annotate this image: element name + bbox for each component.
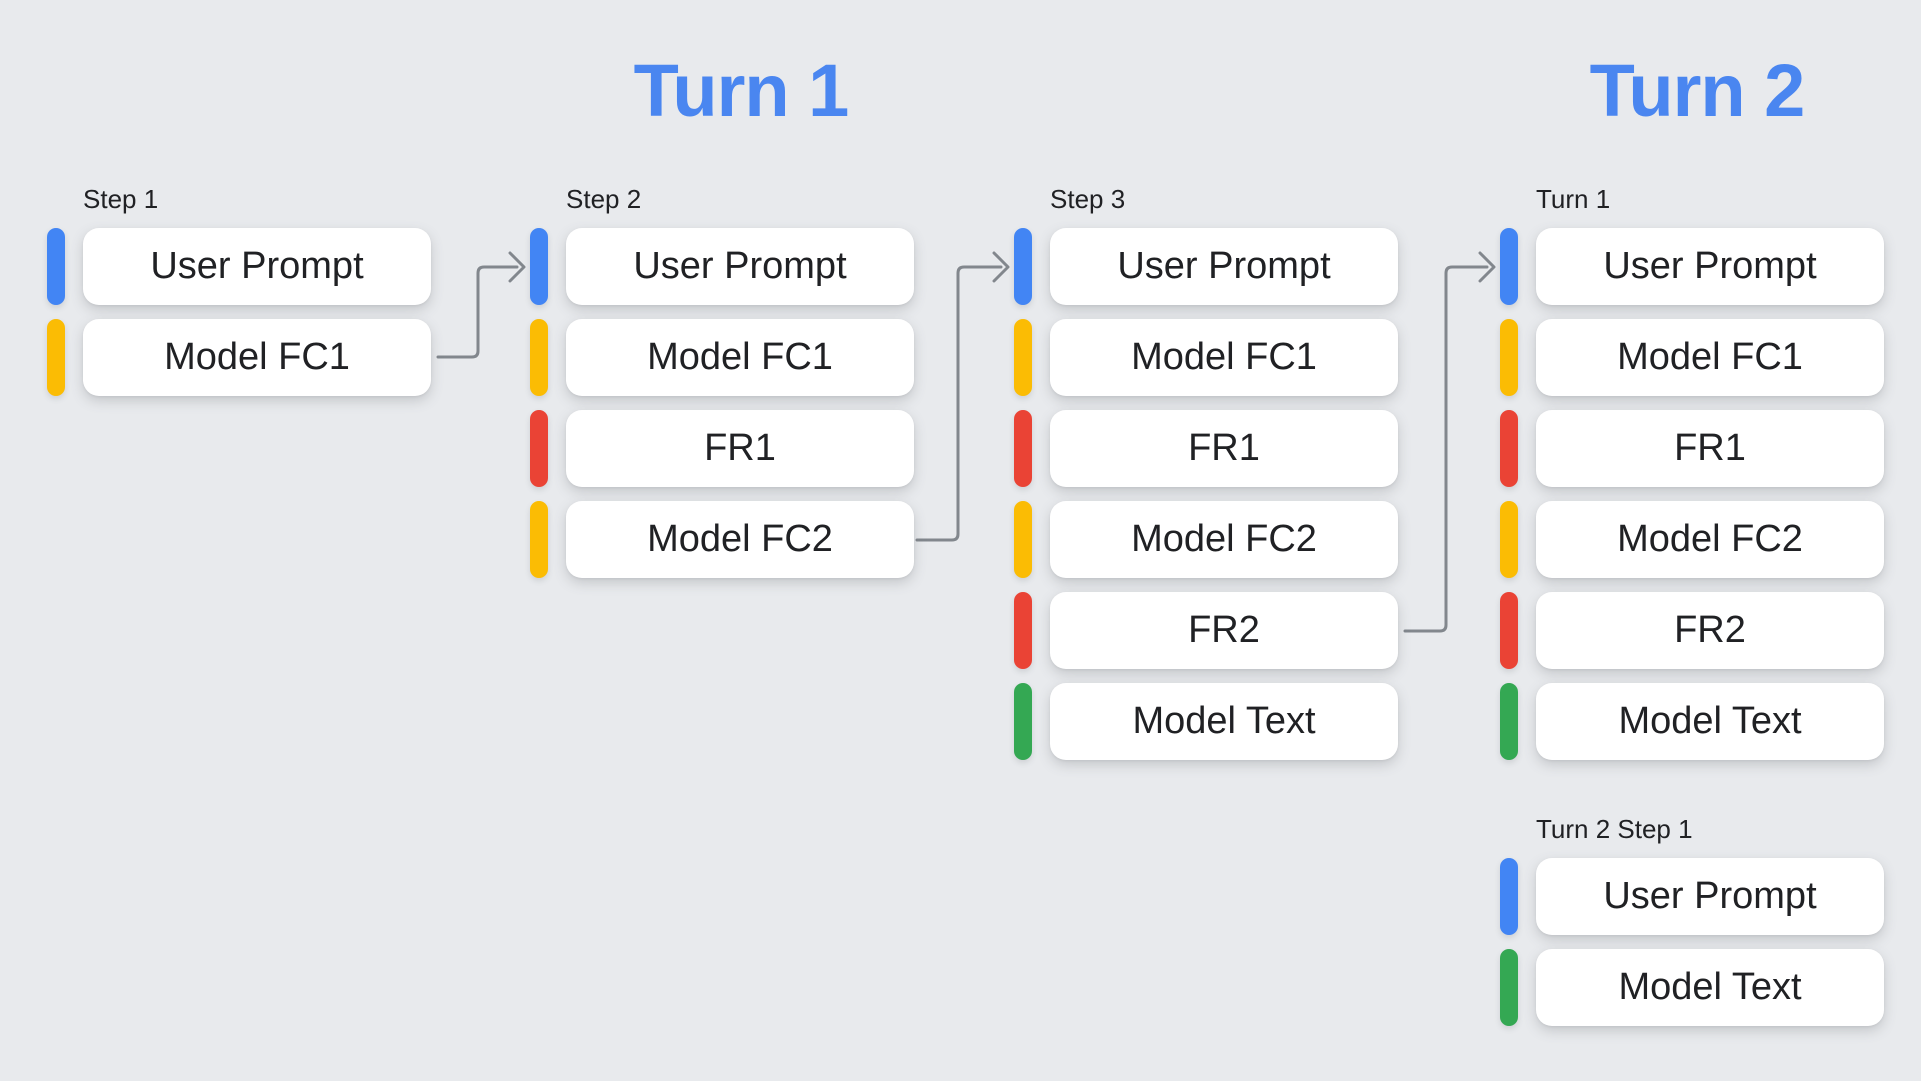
sequence-row: User Prompt <box>47 228 431 305</box>
sequence-row: Model FC1 <box>530 319 914 396</box>
model-fc1-box: Model FC1 <box>83 319 431 396</box>
group-rows: User Prompt Model Text <box>1500 858 1884 1026</box>
arrow-step1-to-step2 <box>436 251 526 359</box>
group-label: Step 2 <box>566 184 642 214</box>
arrow-step3-to-turn1 <box>1403 251 1496 633</box>
user-prompt-box: User Prompt <box>1536 228 1884 305</box>
model-fc1-box: Model FC1 <box>566 319 914 396</box>
group-step-1: Step 1 User Prompt Model FC1 <box>47 184 431 396</box>
sequence-row: User Prompt <box>530 228 914 305</box>
sequence-row: User Prompt <box>1014 228 1398 305</box>
group-label: Step 1 <box>83 184 159 214</box>
fr2-color-bar <box>1014 592 1032 669</box>
user-prompt-box: User Prompt <box>566 228 914 305</box>
model-fc1-box: Model FC1 <box>1536 319 1884 396</box>
group-rows: User Prompt Model FC1 FR1 Model FC2 FR2 … <box>1500 228 1884 760</box>
sequence-row: FR1 <box>1500 410 1884 487</box>
turn-1-heading: Turn 1 <box>633 49 850 132</box>
group-rows: User Prompt Model FC1 FR1 Model FC2 <box>530 228 914 578</box>
model-text-color-bar <box>1500 683 1518 760</box>
user-prompt-box: User Prompt <box>1536 858 1884 935</box>
sequence-row: User Prompt <box>1500 858 1884 935</box>
model-text-box: Model Text <box>1536 949 1884 1026</box>
user-prompt-color-bar <box>530 228 548 305</box>
arrow-step2-to-step3 <box>915 251 1010 542</box>
model-text-box: Model Text <box>1050 683 1398 760</box>
turn-2-heading: Turn 2 <box>1589 49 1806 132</box>
sequence-row: FR1 <box>530 410 914 487</box>
sequence-row: FR2 <box>1500 592 1884 669</box>
model-fc1-color-bar <box>47 319 65 396</box>
model-fc1-color-bar <box>1014 319 1032 396</box>
sequence-row: User Prompt <box>1500 228 1884 305</box>
model-text-color-bar <box>1500 949 1518 1026</box>
model-fc2-color-bar <box>1014 501 1032 578</box>
group-rows: User Prompt Model FC1 <box>47 228 431 396</box>
model-fc2-box: Model FC2 <box>1050 501 1398 578</box>
group-turn-2-step-1: Turn 2 Step 1 User Prompt Model Text <box>1500 814 1884 1026</box>
fr1-box: FR1 <box>1536 410 1884 487</box>
sequence-row: Model Text <box>1500 683 1884 760</box>
model-fc2-box: Model FC2 <box>1536 501 1884 578</box>
fr1-color-bar <box>530 410 548 487</box>
fr1-color-bar <box>1014 410 1032 487</box>
fr2-color-bar <box>1500 592 1518 669</box>
fr1-color-bar <box>1500 410 1518 487</box>
user-prompt-box: User Prompt <box>1050 228 1398 305</box>
user-prompt-color-bar <box>1500 858 1518 935</box>
sequence-row: FR2 <box>1014 592 1398 669</box>
user-prompt-color-bar <box>1500 228 1518 305</box>
group-turn-1-history: Turn 1 User Prompt Model FC1 FR1 Model F… <box>1500 184 1884 760</box>
group-label: Turn 1 <box>1536 184 1611 214</box>
sequence-row: Model FC1 <box>1500 319 1884 396</box>
group-label: Turn 2 Step 1 <box>1536 814 1693 844</box>
fr2-box: FR2 <box>1050 592 1398 669</box>
model-text-color-bar <box>1014 683 1032 760</box>
model-fc2-box: Model FC2 <box>566 501 914 578</box>
sequence-row: Model FC2 <box>1014 501 1398 578</box>
model-fc1-color-bar <box>530 319 548 396</box>
group-label: Step 3 <box>1050 184 1126 214</box>
user-prompt-color-bar <box>47 228 65 305</box>
sequence-row: Model Text <box>1500 949 1884 1026</box>
group-rows: User Prompt Model FC1 FR1 Model FC2 FR2 … <box>1014 228 1398 760</box>
fr1-box: FR1 <box>1050 410 1398 487</box>
sequence-row: Model FC2 <box>1500 501 1884 578</box>
fr1-box: FR1 <box>566 410 914 487</box>
model-fc2-color-bar <box>1500 501 1518 578</box>
model-text-box: Model Text <box>1536 683 1884 760</box>
sequence-row: FR1 <box>1014 410 1398 487</box>
sequence-row: Model FC1 <box>1014 319 1398 396</box>
group-step-3: Step 3 User Prompt Model FC1 FR1 Model F… <box>1014 184 1398 760</box>
group-step-2: Step 2 User Prompt Model FC1 FR1 Model F… <box>530 184 914 578</box>
sequence-row: Model Text <box>1014 683 1398 760</box>
model-fc1-color-bar <box>1500 319 1518 396</box>
sequence-row: Model FC1 <box>47 319 431 396</box>
user-prompt-box: User Prompt <box>83 228 431 305</box>
model-fc2-color-bar <box>530 501 548 578</box>
fr2-box: FR2 <box>1536 592 1884 669</box>
model-fc1-box: Model FC1 <box>1050 319 1398 396</box>
user-prompt-color-bar <box>1014 228 1032 305</box>
sequence-row: Model FC2 <box>530 501 914 578</box>
